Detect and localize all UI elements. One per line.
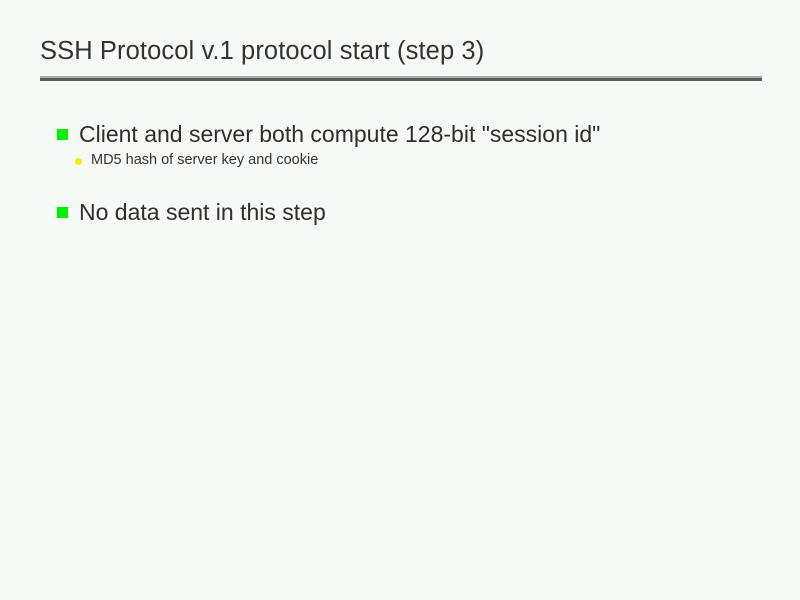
slide-body: Client and server both compute 128-bit "…	[0, 120, 800, 227]
list-item: No data sent in this step	[57, 198, 800, 227]
slide-title-area: SSH Protocol v.1 protocol start (step 3)	[40, 34, 762, 68]
list-item: MD5 hash of server key and cookie	[75, 150, 800, 170]
yellow-dot-bullet-icon	[75, 158, 82, 165]
page-title: SSH Protocol v.1 protocol start (step 3)	[40, 37, 485, 65]
bullet-text-level1: No data sent in this step	[79, 199, 326, 225]
green-square-bullet-icon	[57, 207, 68, 218]
bullet-text-level1: Client and server both compute 128-bit "…	[79, 121, 601, 147]
list-item: Client and server both compute 128-bit "…	[57, 120, 800, 149]
title-divider-rule	[40, 76, 762, 81]
green-square-bullet-icon	[57, 129, 68, 140]
bullet-spacer	[0, 170, 800, 198]
bullet-text-level2: MD5 hash of server key and cookie	[91, 152, 319, 168]
